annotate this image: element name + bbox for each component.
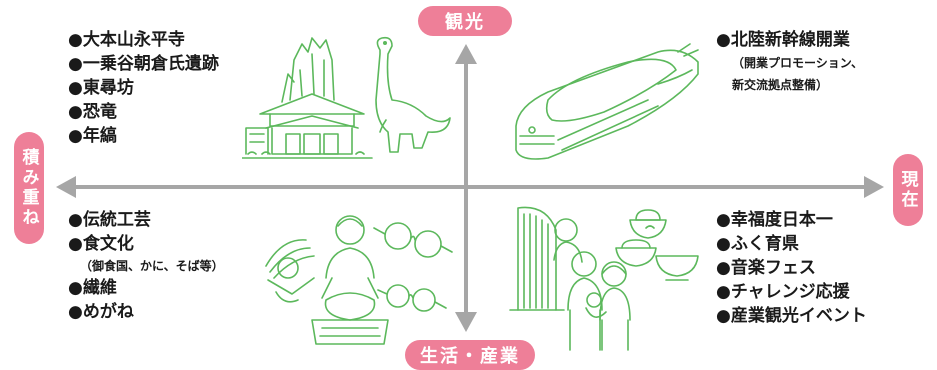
quadrant-bottom-right-list: ●幸福度日本一 ●ふく育県 ●音楽フェス ●チャレンジ応援 ●産業観光イベント	[716, 208, 867, 328]
temple-cliff-dinosaur-illustration	[242, 30, 452, 162]
list-item: ●産業観光イベント	[716, 306, 867, 326]
list-item: ●一乗谷朝倉氏遺跡	[68, 54, 219, 74]
list-note: （開業プロモーション、	[732, 56, 864, 70]
list-item: ●幸福度日本一	[716, 210, 833, 230]
list-item: ●繊維	[68, 278, 117, 298]
shinkansen-train-illustration	[508, 40, 704, 160]
craft-glasses-illustration	[262, 208, 454, 348]
list-item: ●伝統工芸	[68, 210, 151, 230]
arrow-left-icon	[56, 176, 76, 198]
axis-label-tourism: 観光	[418, 6, 512, 36]
quadrant-top-right-list: ●北陸新幹線開業 （開業プロモーション、 新交流拠点整備）	[716, 28, 863, 96]
arrow-down-icon	[455, 312, 477, 332]
list-item: ●恐竜	[68, 102, 117, 122]
axis-label-accumulation: 積み重ね	[14, 132, 44, 244]
list-item: ●北陸新幹線開業	[716, 30, 850, 50]
list-note: 新交流拠点整備）	[732, 78, 829, 92]
quadrant-bottom-left-list: ●伝統工芸 ●食文化 （御食国、かに、そば等） ●繊維 ●めがね	[68, 208, 224, 324]
arrow-right-icon	[864, 176, 884, 198]
axis-label-present: 現在	[893, 154, 923, 226]
axis-label-life-industry: 生活・産業	[405, 340, 535, 370]
list-item: ●チャレンジ応援	[716, 282, 850, 302]
list-item: ●めがね	[68, 302, 134, 322]
list-item: ●大本山永平寺	[68, 30, 185, 50]
list-item: ●ふく育県	[716, 234, 799, 254]
list-item: ●東尋坊	[68, 78, 134, 98]
list-item: ●年縞	[68, 126, 117, 146]
list-item: ●食文化	[68, 234, 134, 254]
arrow-up-icon	[455, 44, 477, 64]
list-item: ●音楽フェス	[716, 258, 816, 278]
list-note: （御食国、かに、そば等）	[80, 259, 224, 273]
quadrant-top-left-list: ●大本山永平寺 ●一乗谷朝倉氏遺跡 ●東尋坊 ●恐竜 ●年縞	[68, 28, 219, 148]
family-harp-food-illustration	[506, 200, 706, 356]
